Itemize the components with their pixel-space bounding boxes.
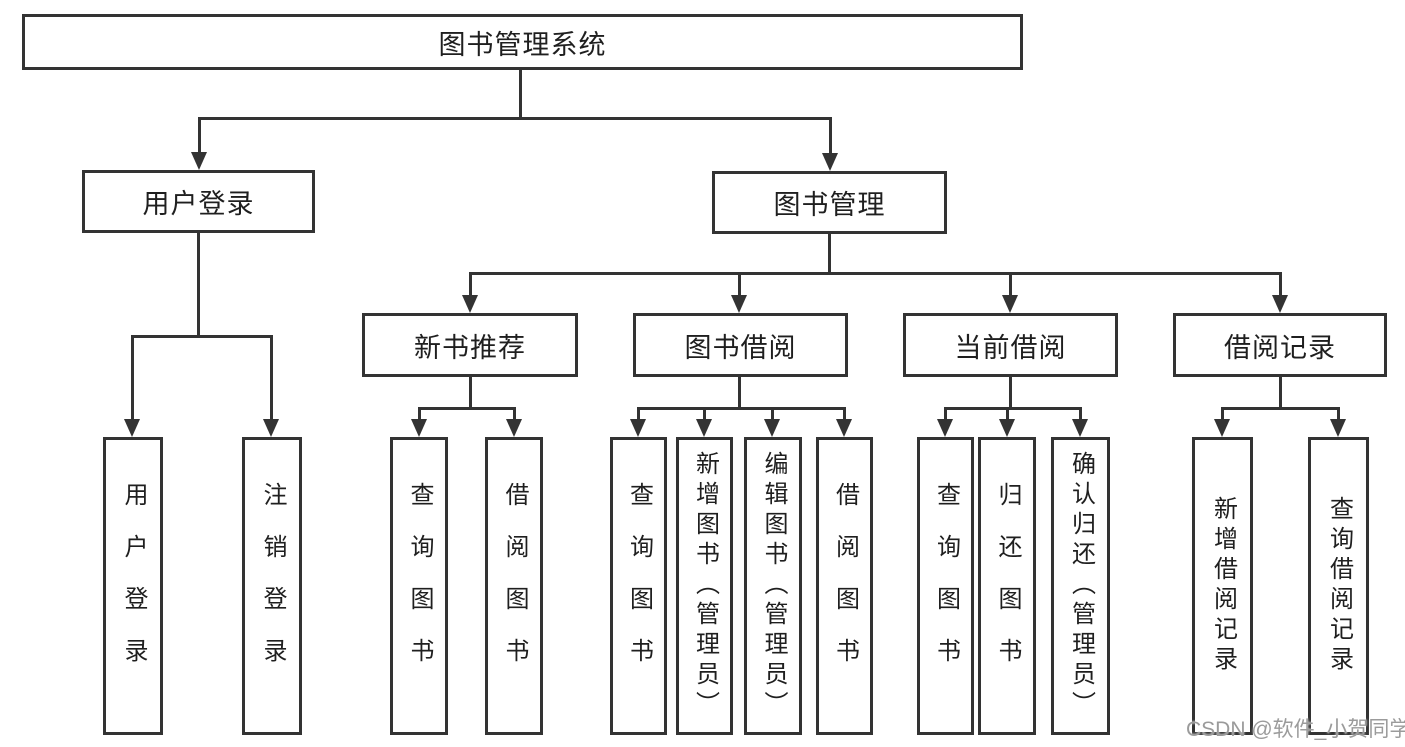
arrowhead-down-icon xyxy=(999,419,1015,437)
connector-drop-user-login-group xyxy=(198,117,201,157)
node-logout-label: 注销登录 xyxy=(259,482,286,690)
node-new-book-rec-label: 新书推荐 xyxy=(414,332,526,363)
connector-new-book-rec-stem xyxy=(469,377,472,407)
node-root: 图书管理系统 xyxy=(22,14,1023,70)
connector-drop-bb-edit xyxy=(771,407,774,425)
arrowhead-down-icon xyxy=(731,295,747,313)
arrowhead-down-icon xyxy=(263,419,279,437)
connector-current-borrow-hbar xyxy=(944,407,1082,410)
node-rec-borrow-books: 借阅图书 xyxy=(485,437,543,735)
node-br-add-record-label: 新增借阅记录 xyxy=(1209,496,1237,676)
arrowhead-down-icon xyxy=(124,419,140,437)
node-rec-query-books: 查询图书 xyxy=(390,437,448,735)
node-bb-add-books-label: 新增图书（管理员） xyxy=(691,451,719,721)
node-new-book-rec: 新书推荐 xyxy=(362,313,578,377)
arrowhead-down-icon xyxy=(1330,419,1346,437)
connector-drop-user-login xyxy=(131,335,134,423)
connector-drop-logout xyxy=(270,335,273,423)
node-user-login-group: 用户登录 xyxy=(82,170,315,233)
arrowhead-down-icon xyxy=(630,419,646,437)
arrowhead-down-icon xyxy=(506,419,522,437)
node-bb-edit-books-label: 编辑图书（管理员） xyxy=(760,451,787,721)
arrowhead-down-icon xyxy=(462,295,478,313)
arrowhead-down-icon xyxy=(411,419,427,437)
connector-user-login-hbar xyxy=(131,335,273,338)
node-rec-borrow-books-label: 借阅图书 xyxy=(501,482,528,690)
arrowhead-down-icon xyxy=(191,152,207,170)
node-borrow-records-label: 借阅记录 xyxy=(1224,332,1336,363)
arrowhead-down-icon xyxy=(764,419,780,437)
connector-user-login-stem xyxy=(197,233,200,335)
connector-drop-rec-borrow xyxy=(513,407,516,425)
connector-drop-new-book-rec xyxy=(469,272,472,300)
node-user-login-label: 用户登录 xyxy=(120,482,147,690)
arrowhead-down-icon xyxy=(696,419,712,437)
connector-book-borrow-hbar xyxy=(637,407,846,410)
node-book-borrow: 图书借阅 xyxy=(633,313,848,377)
connector-borrow-records-stem xyxy=(1279,377,1282,407)
connector-borrow-records-hbar xyxy=(1221,407,1340,410)
node-borrow-records: 借阅记录 xyxy=(1173,313,1387,377)
connector-book-mgmt-hbar xyxy=(469,272,1282,275)
connector-drop-cb-confirm xyxy=(1079,407,1082,425)
node-book-borrow-label: 图书借阅 xyxy=(684,332,797,363)
connector-drop-bb-query xyxy=(637,407,640,425)
connector-drop-book-borrow xyxy=(738,272,741,300)
connector-current-borrow-stem xyxy=(1009,377,1012,407)
node-cb-query-books: 查询图书 xyxy=(917,437,974,735)
node-br-query-record-label: 查询借阅记录 xyxy=(1325,496,1353,676)
connector-new-book-rec-hbar xyxy=(418,407,516,410)
connector-book-borrow-stem xyxy=(738,377,741,407)
arrowhead-down-icon xyxy=(1272,295,1288,313)
connector-drop-br-add xyxy=(1221,407,1224,425)
node-cb-confirm-return-label: 确认归还（管理员） xyxy=(1067,451,1095,721)
node-bb-borrow-books-label: 借阅图书 xyxy=(831,482,859,690)
node-logout: 注销登录 xyxy=(242,437,302,735)
csdn-watermark: CSDN @软件_小贺同学 xyxy=(1186,718,1405,741)
connector-drop-cb-return xyxy=(1006,407,1009,425)
node-rec-query-books-label: 查询图书 xyxy=(406,482,433,690)
node-bb-edit-books: 编辑图书（管理员） xyxy=(744,437,802,735)
arrowhead-down-icon xyxy=(937,419,953,437)
node-br-query-record: 查询借阅记录 xyxy=(1308,437,1369,735)
node-cb-return-books: 归还图书 xyxy=(978,437,1036,735)
node-user-login: 用户登录 xyxy=(103,437,163,735)
connector-drop-br-query xyxy=(1337,407,1340,425)
node-bb-add-books: 新增图书（管理员） xyxy=(676,437,733,735)
node-book-mgmt: 图书管理 xyxy=(712,171,947,234)
arrowhead-down-icon xyxy=(1002,295,1018,313)
arrowhead-down-icon xyxy=(836,419,852,437)
node-bb-query-books-label: 查询图书 xyxy=(625,482,653,690)
connector-drop-cb-query xyxy=(944,407,947,425)
node-book-mgmt-label: 图书管理 xyxy=(773,190,886,220)
node-user-login-group-label: 用户登录 xyxy=(142,189,255,219)
connector-root-stem xyxy=(519,69,522,117)
connector-drop-book-mgmt xyxy=(829,117,832,157)
connector-root-hbar xyxy=(198,117,832,120)
connector-drop-rec-query xyxy=(418,407,421,425)
node-bb-query-books: 查询图书 xyxy=(610,437,667,735)
node-br-add-record: 新增借阅记录 xyxy=(1192,437,1253,735)
node-root-label: 图书管理系统 xyxy=(438,29,607,60)
node-cb-query-books-label: 查询图书 xyxy=(932,482,960,690)
connector-book-mgmt-stem xyxy=(828,234,831,272)
node-current-borrow-label: 当前借阅 xyxy=(954,332,1067,363)
node-bb-borrow-books: 借阅图书 xyxy=(816,437,873,735)
connector-drop-bb-add xyxy=(703,407,706,425)
node-cb-return-books-label: 归还图书 xyxy=(994,482,1021,690)
node-current-borrow: 当前借阅 xyxy=(903,313,1118,377)
node-cb-confirm-return: 确认归还（管理员） xyxy=(1051,437,1110,735)
arrowhead-down-icon xyxy=(822,153,838,171)
arrowhead-down-icon xyxy=(1072,419,1088,437)
connector-drop-current-borrow xyxy=(1009,272,1012,300)
connector-drop-bb-borrow xyxy=(843,407,846,425)
connector-drop-borrow-records xyxy=(1279,272,1282,300)
arrowhead-down-icon xyxy=(1214,419,1230,437)
